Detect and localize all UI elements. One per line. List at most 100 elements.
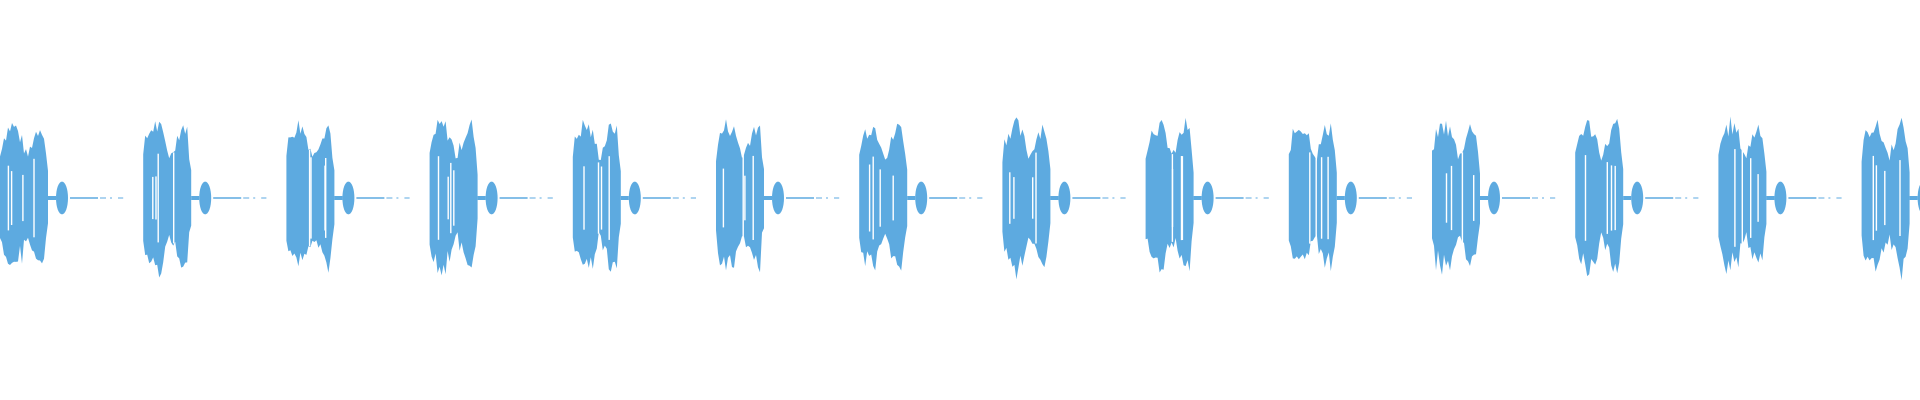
burst-texture [1445, 173, 1448, 223]
burst-texture [324, 165, 326, 231]
burst-connector [477, 196, 486, 200]
burst-connector [620, 196, 629, 200]
burst-texture [1035, 152, 1037, 244]
burst-texture [744, 175, 746, 221]
burst-texture [600, 166, 603, 230]
burst-body [1432, 120, 1480, 275]
waveform-burst [1718, 116, 1842, 274]
burst-tail-blob [1058, 181, 1071, 215]
burst-body [859, 123, 908, 271]
burst-tail-blob [1631, 181, 1644, 215]
burst-texture [1461, 152, 1464, 244]
burst-texture [879, 169, 881, 227]
burst-tail-blob [772, 181, 784, 215]
burst-texture [742, 151, 744, 245]
burst-body [716, 119, 764, 273]
burst-texture [22, 174, 24, 222]
burst-texture [1606, 162, 1608, 234]
waveform-burst [1002, 117, 1126, 280]
burst-body [1861, 117, 1910, 281]
burst-texture [597, 162, 600, 234]
burst-texture [752, 155, 754, 240]
burst-texture [872, 156, 874, 240]
waveform-burst [1575, 118, 1699, 277]
burst-texture [155, 176, 157, 220]
burst-texture [152, 176, 154, 220]
burst-tail-blob [628, 181, 641, 215]
burst-connector [1623, 196, 1632, 200]
burst-texture [1327, 156, 1329, 240]
burst-texture [10, 171, 13, 225]
burst-body [1575, 118, 1624, 277]
burst-texture [33, 158, 35, 238]
burst-texture [450, 162, 452, 234]
burst-connector [1336, 196, 1345, 200]
burst-body [572, 119, 621, 272]
burst-texture [722, 168, 725, 228]
burst-tail-blob [1774, 181, 1787, 215]
burst-texture [437, 156, 440, 240]
waveform-burst [1145, 117, 1269, 273]
burst-texture [1315, 155, 1317, 241]
burst-texture [1872, 155, 1874, 241]
burst-connector [907, 196, 916, 200]
burst-tail-blob [342, 181, 355, 215]
burst-connector [1050, 196, 1059, 200]
burst-texture [1584, 155, 1587, 241]
burst-tail-blob [56, 181, 68, 215]
burst-texture [1741, 149, 1743, 247]
burst-texture [1320, 157, 1323, 239]
burst-connector [764, 196, 772, 200]
burst-texture [157, 153, 159, 243]
waveform-burst [716, 119, 840, 273]
burst-texture [868, 164, 871, 232]
burst-texture [453, 170, 455, 226]
burst-texture [173, 152, 175, 244]
burst-texture [1875, 165, 1878, 231]
burst-texture [1614, 165, 1616, 231]
burst-texture [1009, 172, 1011, 224]
burst-connector [334, 196, 343, 200]
waveform-burst [1432, 120, 1556, 275]
burst-tail-blob [915, 181, 928, 215]
burst-texture [1180, 156, 1183, 241]
burst-body [1002, 117, 1051, 280]
burst-texture [1450, 165, 1453, 231]
burst-connector [1766, 196, 1775, 200]
burst-texture [310, 157, 312, 239]
burst-tail-blob [1344, 181, 1357, 215]
burst-tail-blob [1201, 181, 1214, 215]
burst-texture [1750, 158, 1752, 238]
waveform-burst [429, 119, 553, 276]
burst-texture [1013, 177, 1015, 219]
burst-texture [1171, 169, 1174, 227]
burst-tail-blob [199, 181, 212, 215]
burst-texture [1757, 174, 1759, 222]
burst-texture [892, 175, 894, 221]
burst-texture [1473, 175, 1475, 221]
waveform-bursts [0, 116, 1920, 281]
burst-texture [1610, 165, 1613, 231]
burst-texture [1899, 160, 1901, 236]
waveform-burst [286, 120, 410, 273]
burst-texture [608, 156, 610, 240]
burst-texture [308, 149, 311, 247]
burst-texture [1181, 156, 1184, 240]
burst-body [0, 123, 48, 265]
burst-texture [1309, 152, 1311, 244]
burst-texture [1884, 170, 1886, 226]
burst-connector [191, 196, 200, 200]
burst-body [1145, 117, 1194, 273]
waveform-burst [859, 123, 983, 271]
burst-texture [583, 166, 585, 230]
burst-connector [1193, 196, 1202, 200]
burst-texture [1734, 149, 1736, 247]
waveform-burst [572, 119, 696, 272]
burst-tail-blob [1488, 181, 1500, 215]
waveform-burst [1861, 117, 1920, 281]
burst-texture [7, 165, 10, 231]
burst-body [1288, 123, 1337, 272]
waveform-burst [0, 123, 124, 265]
